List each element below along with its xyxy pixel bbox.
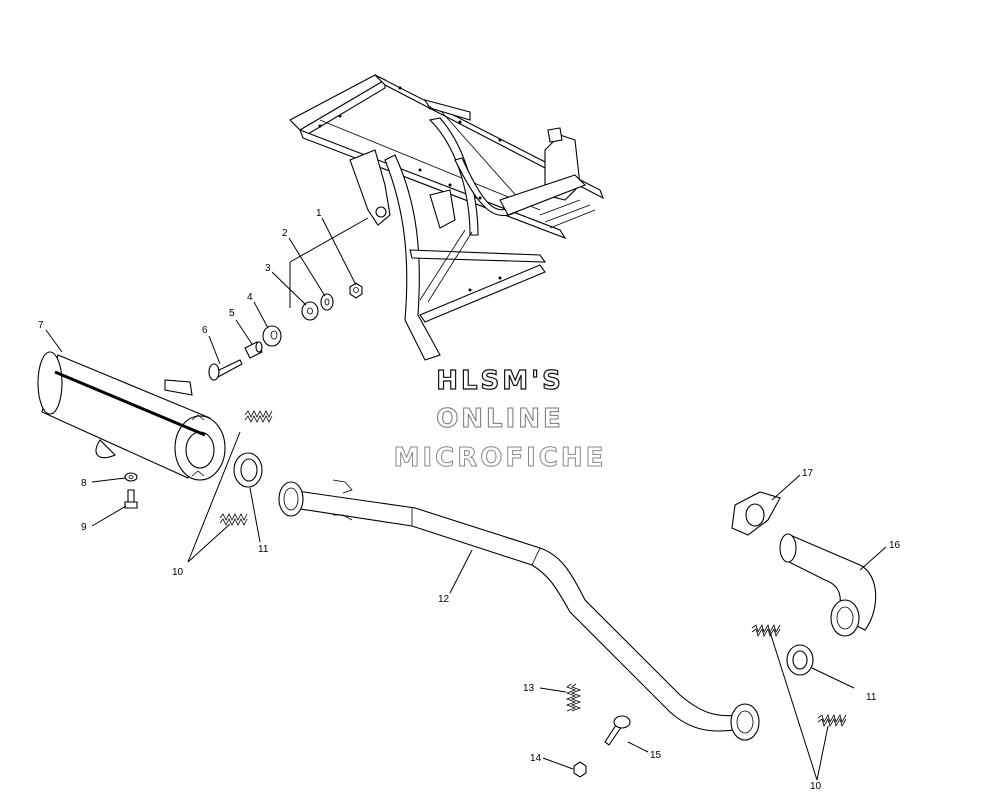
part-1-nut [349,282,363,299]
callout-11-right: 11 [866,692,877,703]
callout-7: 7 [38,320,44,331]
part-13-spring [565,683,582,712]
part-15-bolt [604,715,631,746]
callout-12: 12 [438,594,450,605]
part-8-washer [124,472,138,482]
callout-6: 6 [202,325,208,336]
callout-10-right: 10 [810,781,822,792]
callout-5: 5 [229,308,235,319]
leader-lines [45,217,887,781]
frame-assembly [289,74,605,361]
callout-labels: 1 2 3 4 5 6 7 8 9 10 11 12 13 14 15 16 1… [38,208,901,792]
part-2-washer [320,293,334,311]
part-11-gasket-left [233,452,263,488]
part-7-muffler [37,351,226,481]
part-16-manifold [779,533,877,637]
callout-17: 17 [802,468,814,479]
part-10-springs-right [751,623,847,728]
part-11-gasket-right [786,644,814,676]
callout-15: 15 [650,750,662,761]
callout-14: 14 [530,753,542,764]
part-12-head-pipe [278,479,760,741]
part-3-washer [301,301,319,321]
callout-11-left: 11 [258,544,269,555]
callout-3: 3 [265,263,271,274]
callout-8: 8 [81,478,87,489]
part-17-gasket [731,491,781,536]
callout-1: 1 [316,208,322,219]
callout-16: 16 [889,540,901,551]
callout-13: 13 [523,683,535,694]
muffler-hardware [124,472,138,509]
part-4-grommet [262,325,282,347]
callout-4: 4 [247,292,253,303]
mount-hardware [208,282,363,381]
part-10-springs-left [219,410,273,526]
callout-10-left: 10 [172,567,184,578]
callout-2: 2 [282,228,288,239]
callout-9: 9 [81,522,87,533]
part-14-nut [573,761,587,778]
